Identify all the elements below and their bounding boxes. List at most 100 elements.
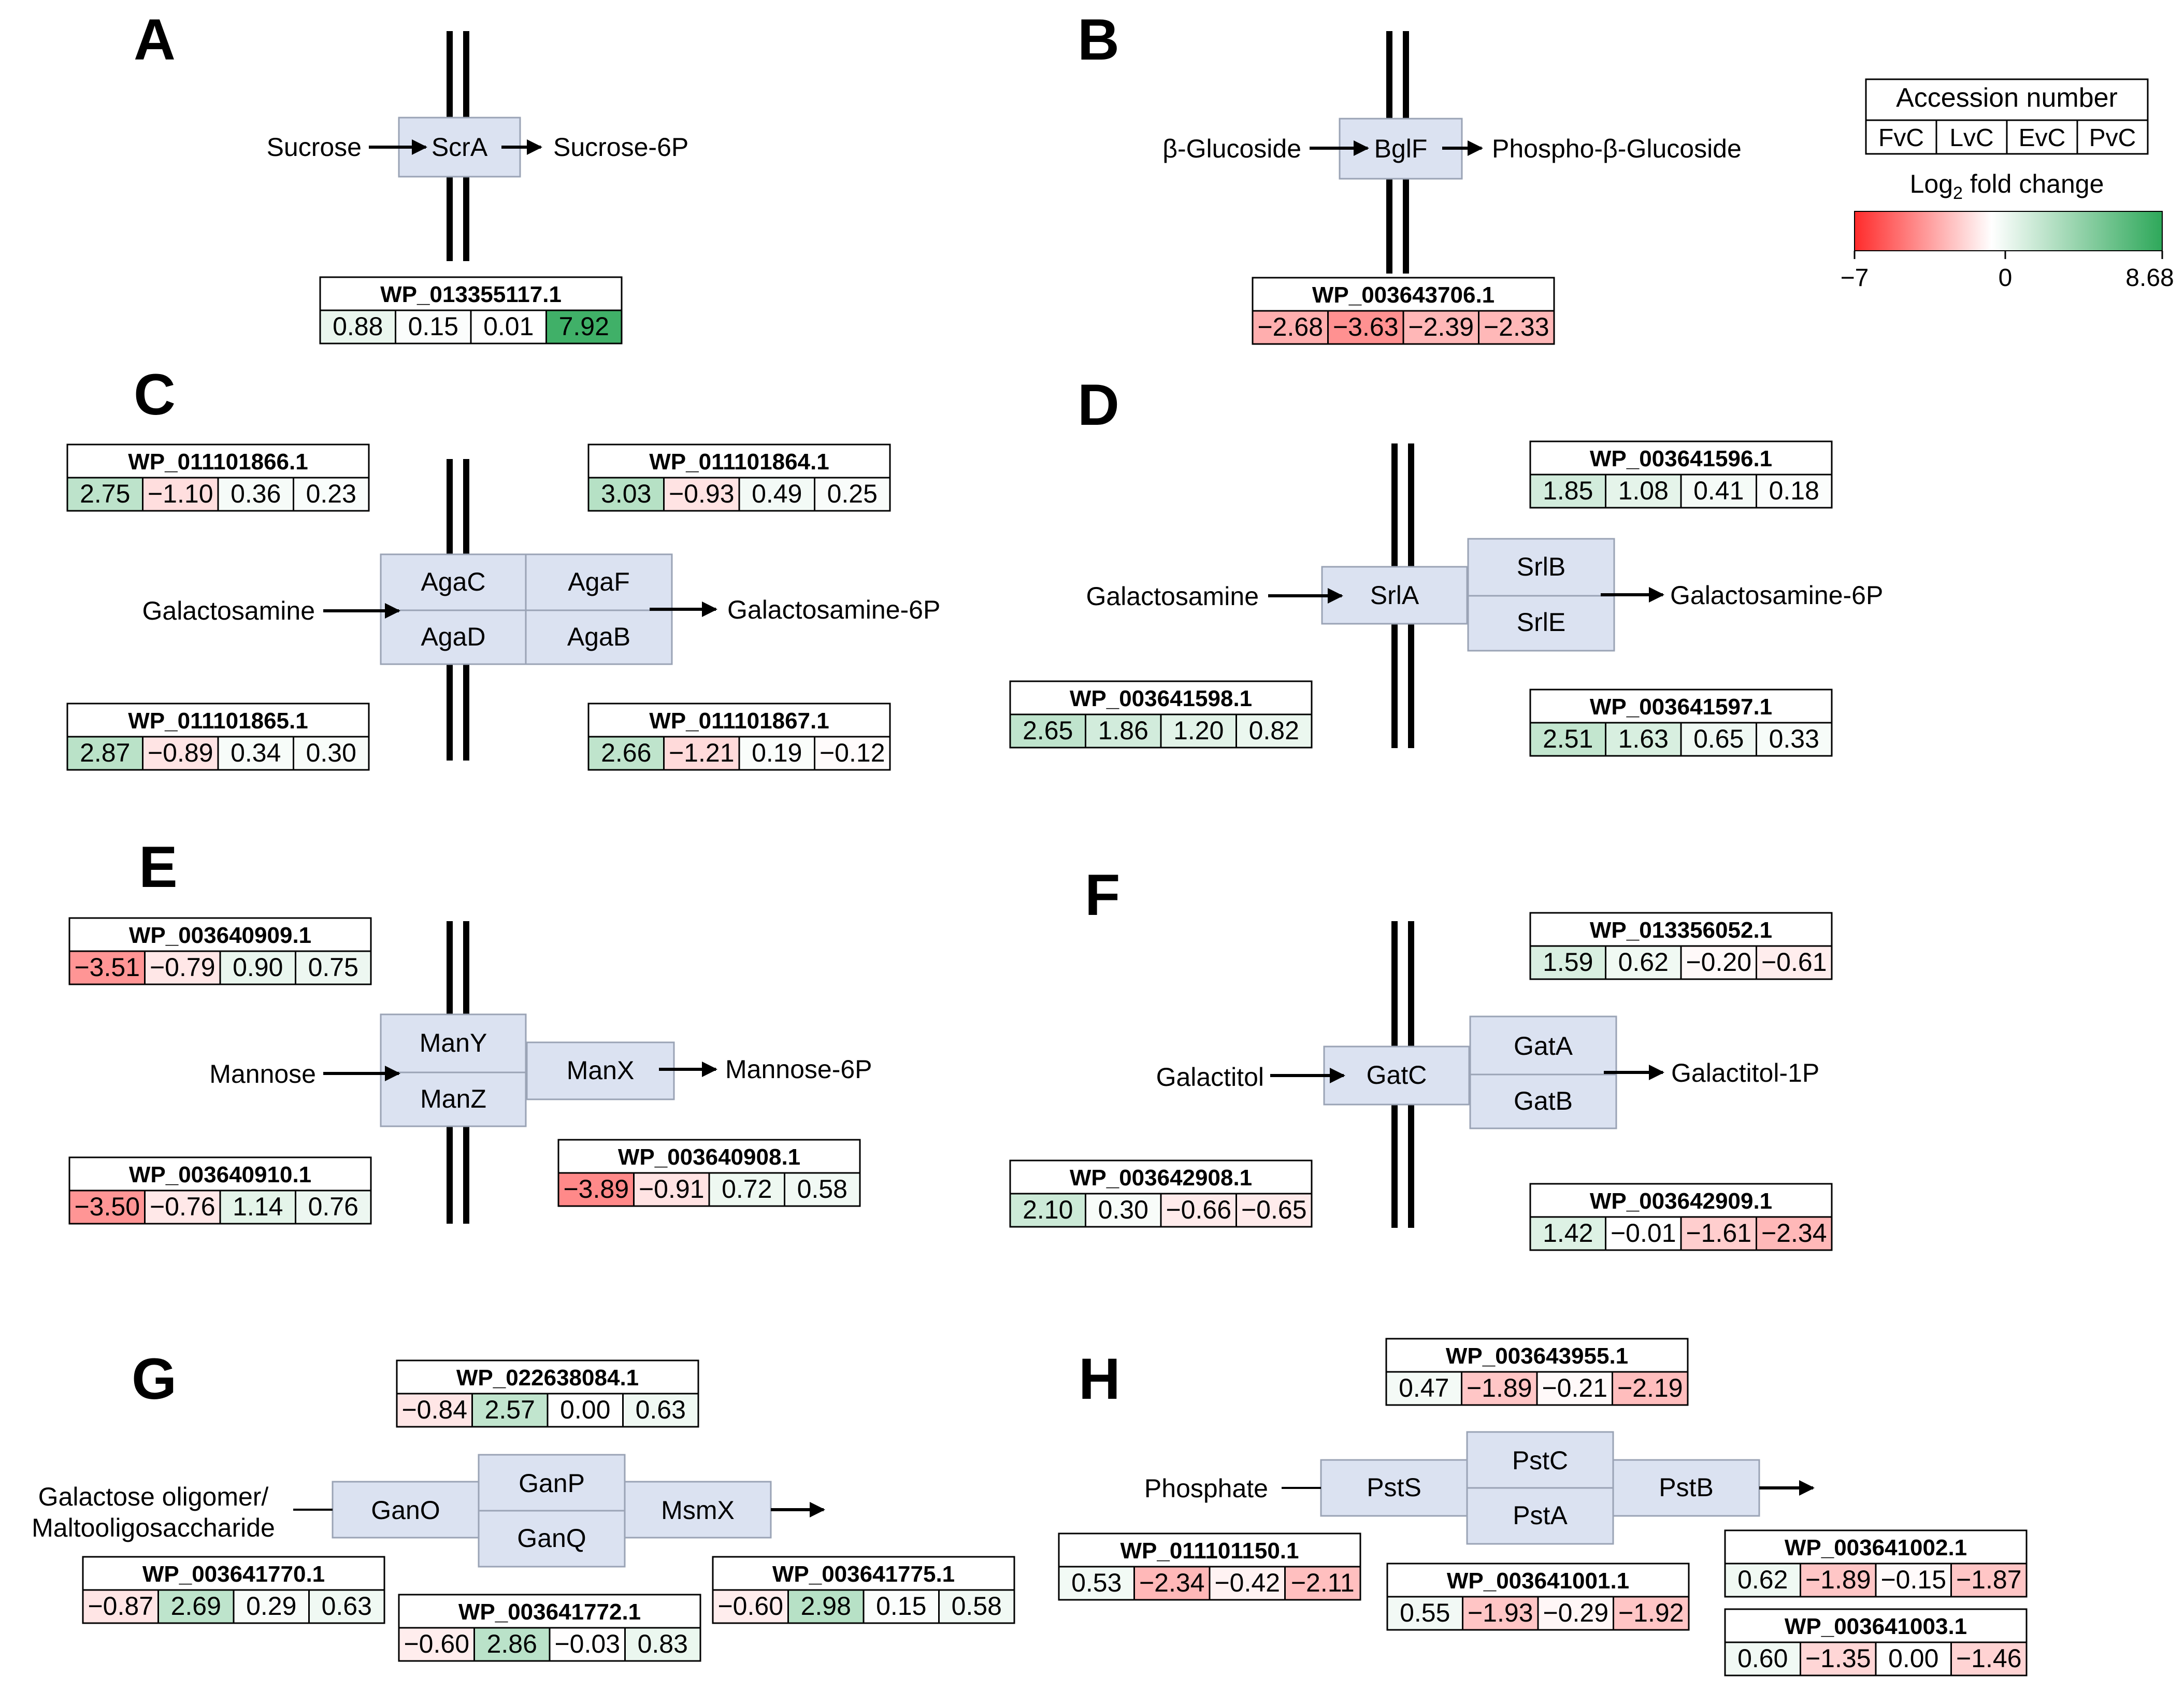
panel-f-product: Galactitol-1P	[1671, 1058, 1819, 1087]
fc-table-g1-value-3: 0.63	[636, 1395, 686, 1424]
fc-table-h4-value-1: −1.89	[1805, 1565, 1871, 1594]
protein-ganp	[478, 1454, 626, 1512]
fc-table-h4-cell-2	[1875, 1563, 1952, 1598]
panel-e-label: E	[139, 835, 178, 899]
fc-table-a1-cell-2	[470, 309, 547, 345]
panel-b-label: B	[1077, 7, 1119, 72]
fc-table-a1-accession: WP_013355117.1	[380, 282, 562, 307]
fc-table-a1-value-0: 0.88	[333, 312, 383, 341]
fc-table-h3-cell-1	[1462, 1596, 1539, 1631]
fc-table-f2-accession: WP_003642908.1	[1070, 1165, 1252, 1191]
fc-table-e2-cell-0	[68, 1190, 146, 1225]
panel-c-substrate: Galactosamine	[142, 596, 315, 625]
fc-table-e3-cell-0	[557, 1172, 635, 1207]
fc-table-f3-cell-3	[1756, 1216, 1833, 1251]
fc-table-g3-value-3: 0.83	[638, 1629, 688, 1658]
fc-table-d3-cell-3	[1756, 722, 1833, 757]
fc-table-f2-value-1: 0.30	[1098, 1195, 1148, 1224]
fc-table-c4-header-cell	[587, 703, 891, 738]
fc-table-e2-value-3: 0.76	[308, 1192, 358, 1221]
fc-table-d2-value-0: 2.65	[1023, 716, 1073, 745]
fc-table-f2-header-cell	[1009, 1159, 1313, 1195]
fc-table-f3-header-cell	[1529, 1183, 1833, 1218]
fc-table-g1-cell-3	[622, 1393, 699, 1428]
fc-table-h3-cell-2	[1537, 1596, 1614, 1631]
fc-table-h3-accession: WP_003641001.1	[1447, 1568, 1629, 1594]
fc-table-g2-value-3: 0.63	[322, 1592, 372, 1621]
fc-table-d1-value-2: 0.41	[1693, 476, 1744, 505]
fc-table-h1-value-3: −2.19	[1617, 1373, 1683, 1402]
fc-table-g1-cell-2	[547, 1393, 624, 1428]
fc-table-g1-value-0: −0.84	[401, 1395, 467, 1424]
fc-table-c4-value-2: 0.19	[752, 738, 802, 767]
fc-table-h1-value-2: −0.21	[1542, 1373, 1607, 1402]
fc-table-b1: WP_003643706.1−2.68−3.63−2.39−2.33	[1252, 277, 1555, 345]
fc-table-d2-cell-1	[1085, 713, 1162, 749]
color-scale-title: Log2 fold change	[1910, 169, 2104, 203]
panel-a: A ScrA Sucrose Sucrose-6P WP_013355117.1…	[134, 7, 688, 345]
fc-table-d3-header-cell	[1529, 689, 1833, 724]
fc-table-c3-value-1: −0.89	[148, 738, 213, 767]
legend-column-fvc: FvC	[1878, 124, 1924, 152]
fc-table-f2-cell-2	[1160, 1193, 1237, 1228]
fc-table-g4-value-2: 0.15	[876, 1592, 926, 1621]
fc-table-d3-value-2: 0.65	[1693, 724, 1744, 753]
fc-table-c2-accession: WP_011101864.1	[649, 449, 829, 475]
fc-table-g2-cell-1	[157, 1589, 235, 1624]
protein-gatb-label: GatB	[1514, 1086, 1573, 1115]
panel-h: H PstS PstC PstA PstB Phosphate WP_00364…	[1058, 1338, 2028, 1676]
protein-ganp-label: GanP	[519, 1469, 585, 1498]
protein-many	[380, 1013, 527, 1073]
fc-table-c3-value-0: 2.87	[80, 738, 130, 767]
fc-table-g3-value-2: −0.03	[554, 1629, 620, 1658]
fc-table-d1-cell-1	[1605, 474, 1682, 509]
fc-table-h5-header-cell	[1724, 1608, 2028, 1643]
protein-manz-label: ManZ	[420, 1084, 486, 1113]
fc-table-h5-value-3: −1.46	[1956, 1644, 2022, 1673]
fc-table-d3-value-0: 2.51	[1543, 724, 1593, 753]
fc-table-h3-value-3: −1.92	[1618, 1598, 1684, 1627]
protein-agac-label: AgaC	[421, 567, 485, 596]
fc-table-c2-cell-0	[587, 477, 665, 512]
panel-a-product: Sucrose-6P	[553, 133, 688, 162]
fc-table-g1-header-cell	[396, 1359, 699, 1395]
fc-table-b1-header-cell	[1252, 277, 1555, 312]
fc-table-g3-cell-0	[398, 1627, 475, 1662]
fc-table-g1-cell-1	[471, 1393, 549, 1428]
fc-table-c1-accession: WP_011101866.1	[128, 449, 308, 475]
fc-table-f2-cell-0	[1009, 1193, 1086, 1228]
fc-table-e2-value-0: −3.50	[74, 1192, 140, 1221]
fc-table-c2-cell-2	[738, 477, 815, 512]
fc-table-g3-value-0: −0.60	[404, 1629, 469, 1658]
fc-table-d1-value-3: 0.18	[1769, 476, 1819, 505]
fc-table-f3-value-1: −0.01	[1611, 1219, 1676, 1248]
fc-table-e1-cell-0	[68, 950, 146, 985]
protein-ganq	[478, 1510, 626, 1568]
fc-table-c1-value-3: 0.23	[306, 479, 356, 508]
fc-table-h5-cell-3	[1950, 1641, 2028, 1676]
legend-column-evc: EvC	[2019, 124, 2066, 152]
panel-a-label: A	[134, 7, 176, 72]
fc-table-h2-value-0: 0.53	[1071, 1568, 1122, 1597]
fc-table-c2-value-0: 3.03	[601, 479, 651, 508]
fc-table-f1-value-3: −0.61	[1761, 948, 1827, 977]
fc-table-h4-accession: WP_003641002.1	[1785, 1535, 1967, 1560]
fc-table-f1-cell-0	[1529, 945, 1606, 980]
fc-table-g2-cell-2	[233, 1589, 310, 1624]
panel-g: G GanO GanP GanQ MsmX Galactose oligomer…	[32, 1346, 1015, 1662]
fc-table-f2-value-3: −0.65	[1241, 1195, 1307, 1224]
fc-table-d1-value-1: 1.08	[1618, 476, 1669, 505]
fc-table-g2-value-2: 0.29	[246, 1592, 296, 1621]
fc-table-b1-value-3: −2.33	[1484, 312, 1549, 341]
fc-table-f2-value-2: −0.66	[1166, 1195, 1231, 1224]
fc-table-g4-value-3: 0.58	[952, 1592, 1002, 1621]
fc-table-f2-value-0: 2.10	[1023, 1195, 1073, 1224]
protein-manx-label: ManX	[567, 1056, 635, 1085]
fc-table-g2-header-cell	[82, 1556, 385, 1591]
fc-table-c1-value-2: 0.36	[231, 479, 281, 508]
